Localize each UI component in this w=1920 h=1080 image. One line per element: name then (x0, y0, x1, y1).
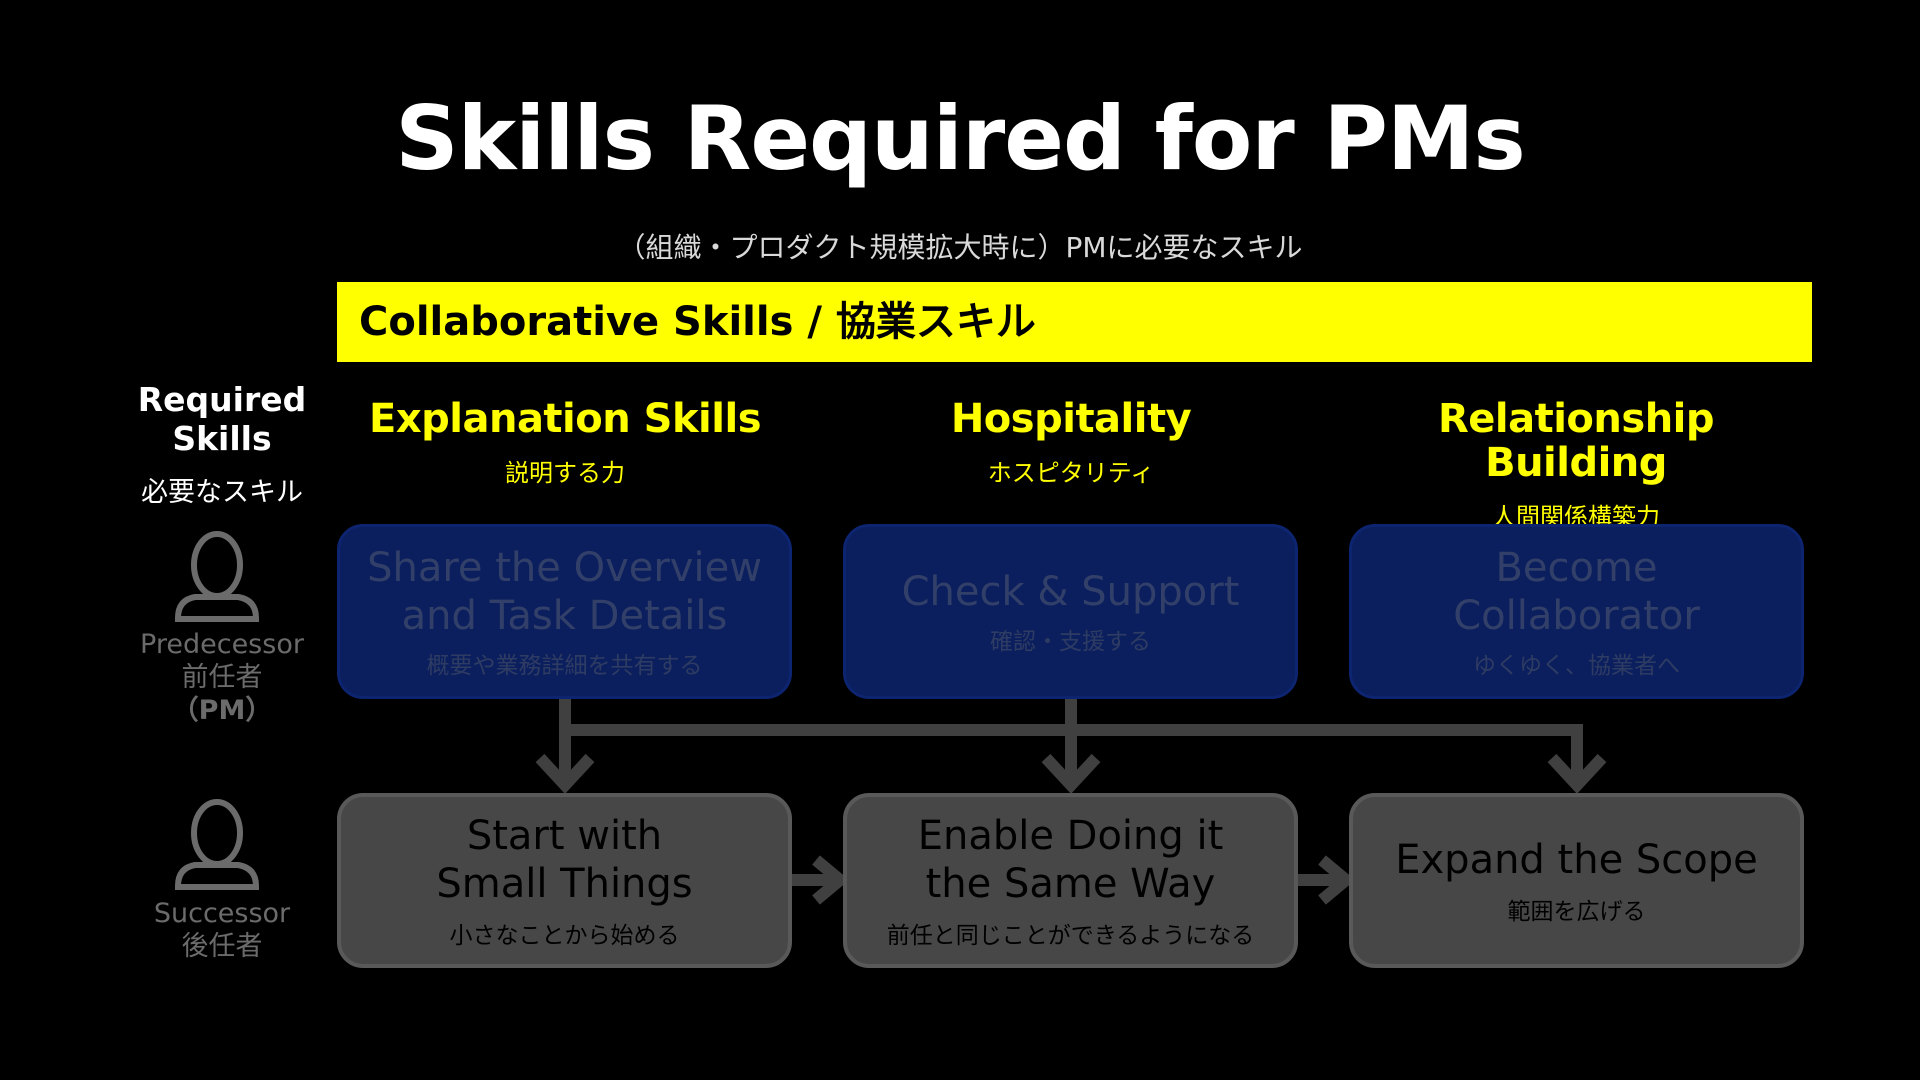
required-skills-title: Required Skills (137, 380, 307, 458)
predecessor-label-pm: （PM） (171, 695, 273, 726)
box-sub-text: 小さなことから始める (449, 922, 680, 949)
column-heading-title: Relationship Building (1437, 396, 1715, 486)
page-title: Skills Required for PMs (395, 87, 1526, 190)
category-banner: Collaborative Skills / 協業スキル (337, 282, 1812, 362)
box-sub-text: ゆくゆく、協業者へ (1473, 652, 1680, 679)
box-sub-text: 前任と同じことができるようになる (886, 922, 1255, 949)
box-main-text: Expand the Scope (1395, 836, 1758, 883)
arrowhead-down-2 (1041, 753, 1101, 794)
predecessor-label-ja: 前任者 (181, 662, 263, 693)
box-main-text: Start with Small Things (436, 812, 693, 907)
page-subtitle: （組織・プロダクト規模拡大時に）PMに必要なスキル (617, 231, 1303, 264)
arrowhead-right-1 (812, 855, 850, 905)
column-heading-explanation: Explanation Skills 説明する力 (335, 397, 795, 488)
required-skills-subtitle: 必要なスキル (141, 477, 303, 508)
column-heading-hospitality: Hospitality ホスピタリティ (841, 397, 1301, 488)
box-main-text: Share the Overview and Task Details (367, 544, 762, 639)
column-heading-title: Explanation Skills (369, 396, 762, 442)
box-main-text: Become Collaborator (1453, 544, 1700, 639)
box-sub-text: 範囲を広げる (1507, 898, 1646, 925)
arrowhead-down-1 (535, 753, 595, 794)
arrowhead-right-2 (1318, 855, 1356, 905)
predecessor-label: Predecessor 前任者 （PM） (112, 628, 332, 727)
predecessor-person-icon (175, 531, 259, 622)
column-heading-subtitle: 説明する力 (505, 459, 625, 487)
column-heading-title: Hospitality (950, 396, 1192, 442)
predecessor-label-en: Predecessor (140, 629, 304, 660)
box-main-text: Check & Support (901, 568, 1240, 615)
successor-label: Successor 後任者 (112, 897, 332, 963)
arrow-connectors (535, 697, 1607, 905)
predecessor-box-explanation: Share the Overview and Task Details 概要や業… (337, 524, 792, 699)
successor-box-hospitality: Enable Doing it the Same Way 前任と同じことができる… (843, 793, 1298, 968)
predecessor-box-relationship: Become Collaborator ゆくゆく、協業者へ (1349, 524, 1804, 699)
box-sub-text: 概要や業務詳細を共有する (426, 652, 703, 679)
successor-box-relationship: Expand the Scope 範囲を広げる (1349, 793, 1804, 968)
successor-label-en: Successor (153, 898, 291, 929)
successor-box-explanation: Start with Small Things 小さなことから始める (337, 793, 792, 968)
successor-label-ja: 後任者 (181, 931, 263, 962)
predecessor-box-hospitality: Check & Support 確認・支援する (843, 524, 1298, 699)
column-heading-subtitle: ホスピタリティ (987, 459, 1155, 487)
successor-person-icon (175, 799, 259, 890)
box-sub-text: 確認・支援する (990, 628, 1151, 655)
arrowhead-down-3 (1547, 753, 1607, 794)
box-main-text: Enable Doing it the Same Way (917, 812, 1224, 907)
